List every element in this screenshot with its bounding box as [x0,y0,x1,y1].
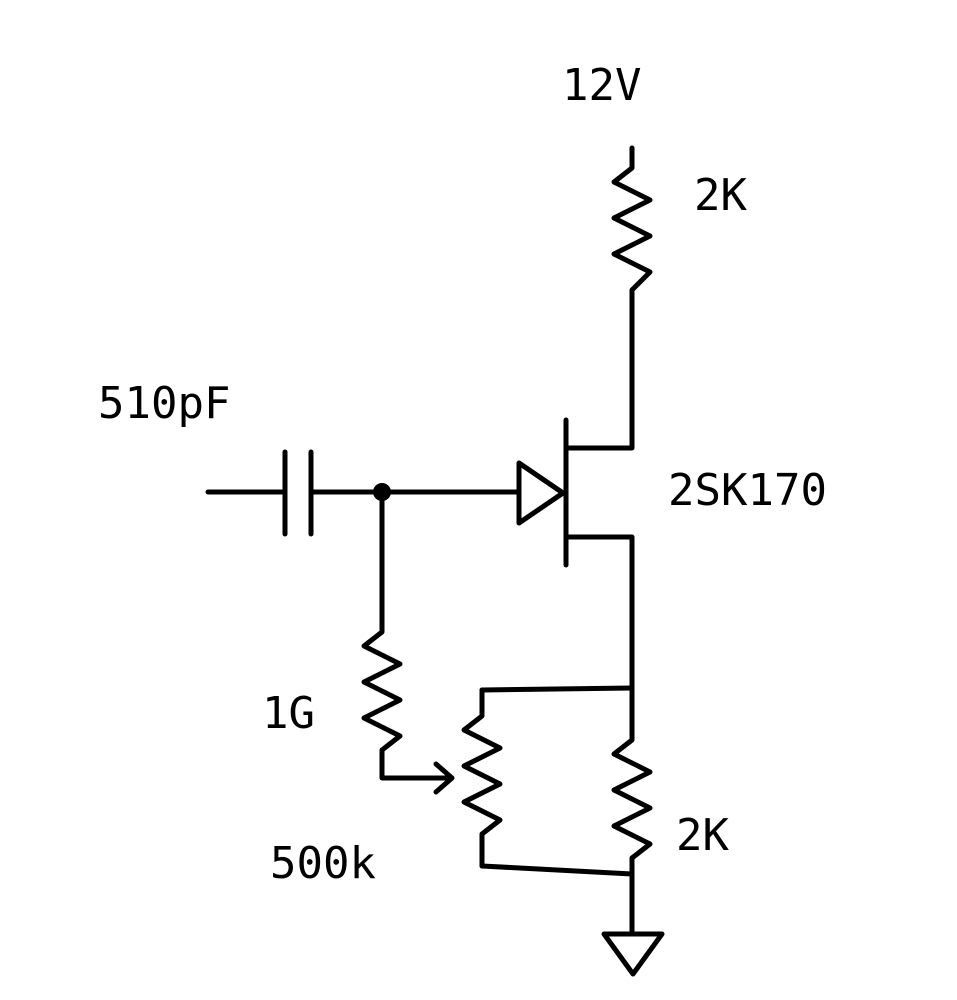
gate-resistor-label: 1G [262,688,315,739]
drain-resistor-label: 2K [694,170,747,221]
potentiometer [461,687,503,869]
input-capacitor [205,449,522,537]
supply-label: 12V [562,60,641,111]
source-resistor [563,534,653,881]
drain-resistor [611,145,653,353]
capacitor-label: 510pF [98,378,230,429]
gate-resistor [361,489,453,781]
pot-bottom-wire [479,863,635,877]
ground-icon [601,871,665,977]
drain-wire [563,347,635,451]
source-resistor-label: 2K [676,810,729,861]
transistor-label: 2SK170 [668,465,827,516]
pot-top-wire [479,685,635,693]
gate-arrow-icon [516,460,566,526]
potentiometer-label: 500k [270,838,376,889]
wiper-arrow-icon [433,761,455,795]
